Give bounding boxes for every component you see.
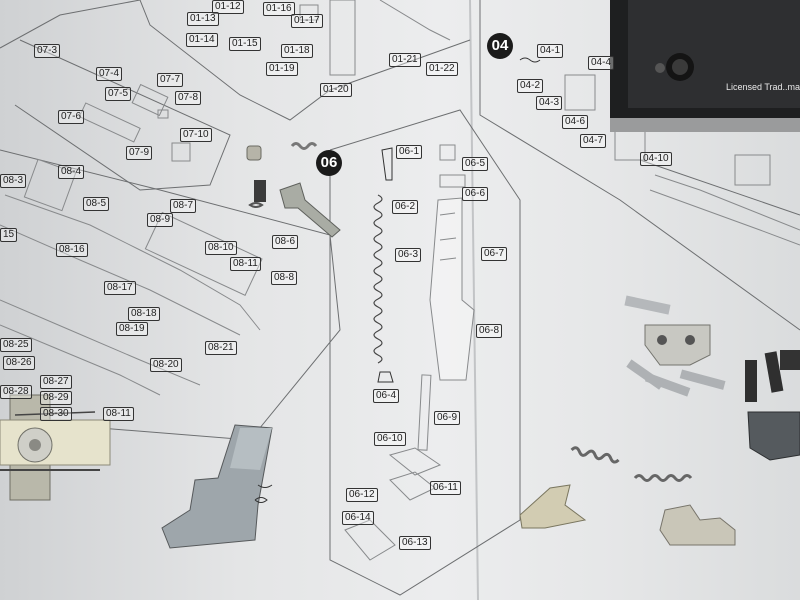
part-label: 08-11 — [230, 257, 261, 271]
part-label: 06-7 — [481, 247, 508, 261]
part-label: 08-25 — [0, 338, 32, 352]
part-label: 08-21 — [205, 341, 237, 355]
receiver-marking: Licensed Trad..mark — [726, 82, 800, 92]
part-label: 06-1 — [396, 145, 423, 159]
part-label: 06-10 — [374, 432, 406, 446]
part-label: 01-14 — [186, 33, 218, 47]
part-label: 08-29 — [40, 391, 72, 405]
part-label: 07-3 — [34, 44, 61, 58]
part-label: 07-6 — [58, 110, 85, 124]
part-label: 01-13 — [187, 12, 219, 26]
part-label: 04-10 — [640, 152, 672, 166]
part-label: 08-4 — [58, 165, 85, 179]
part-label: 08-6 — [272, 235, 299, 249]
part-label: 01-12 — [212, 0, 244, 14]
part-label: 06-12 — [346, 488, 378, 502]
part-label: 08-7 — [170, 199, 197, 213]
part-label: 07-4 — [96, 67, 123, 81]
part-label: 04-4 — [588, 56, 615, 70]
part-label: 01-21 — [389, 53, 421, 67]
part-label: 08-3 — [0, 174, 27, 188]
part-label: 08-16 — [56, 243, 88, 257]
part-label: 08-17 — [104, 281, 136, 295]
part-label: 08-9 — [147, 213, 174, 227]
part-label: 01-20 — [320, 83, 352, 97]
part-label: 08-30 — [40, 407, 72, 421]
section-marker-06: 06 — [316, 150, 342, 176]
part-label: 07-5 — [105, 87, 132, 101]
part-label: 08-18 — [128, 307, 160, 321]
part-label: 06-13 — [399, 536, 431, 550]
part-label: 08-8 — [271, 271, 298, 285]
part-label: 07-7 — [157, 73, 184, 87]
part-label: 08-10 — [205, 241, 237, 255]
part-label: 01-17 — [291, 14, 323, 28]
part-label: 06-4 — [373, 389, 400, 403]
part-label: 04-7 — [580, 134, 607, 148]
part-label: 01-15 — [229, 37, 261, 51]
part-label: 07-9 — [126, 146, 153, 160]
part-label: 06-8 — [476, 324, 503, 338]
part-label: 01-18 — [281, 44, 313, 58]
part-label: 01-16 — [263, 2, 295, 16]
part-label: 06-6 — [462, 187, 489, 201]
part-label: 06-2 — [392, 200, 419, 214]
part-label: 08-5 — [83, 197, 110, 211]
part-label: 04-2 — [517, 79, 544, 93]
part-label: 08-19 — [116, 322, 148, 336]
part-label: 08-26 — [3, 356, 35, 370]
part-label: 07-8 — [175, 91, 202, 105]
part-label: 06-11 — [430, 481, 461, 495]
part-label: 08-20 — [150, 358, 182, 372]
part-label: 04-6 — [562, 115, 589, 129]
metal-parts — [0, 0, 800, 549]
part-label: 06-9 — [434, 411, 461, 425]
part-label: 07-10 — [180, 128, 212, 142]
part-label: 08-28 — [0, 385, 32, 399]
section-marker-04: 04 — [487, 33, 513, 59]
part-label: 04-1 — [537, 44, 564, 58]
part-label: 08-27 — [40, 375, 72, 389]
part-label: 06-14 — [342, 511, 374, 525]
part-label: 06-5 — [462, 157, 489, 171]
part-label: 15 — [0, 228, 18, 242]
part-label: 01-19 — [266, 62, 298, 76]
part-label: 01-22 — [426, 62, 458, 76]
part-label: 08-11 — [103, 407, 134, 421]
part-label: 06-3 — [395, 248, 422, 262]
part-label: 04-3 — [536, 96, 563, 110]
